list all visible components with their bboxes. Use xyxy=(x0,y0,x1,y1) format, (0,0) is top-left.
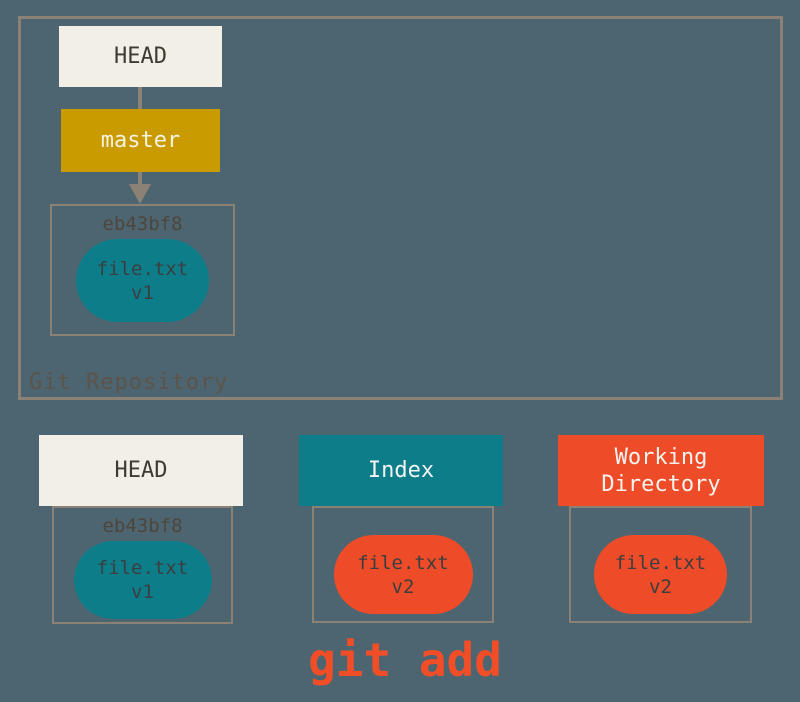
head-area-commit-box: eb43bf8 file.txt v1 xyxy=(52,506,233,624)
head-ref-label: HEAD xyxy=(114,44,167,69)
file-version: v1 xyxy=(131,581,154,603)
file-name: file.txt xyxy=(96,257,189,280)
file-version: v2 xyxy=(391,575,415,598)
head-area-title: HEAD xyxy=(114,458,168,483)
git-add-caption: git add xyxy=(308,633,502,687)
workdir-area-title: Working Directory xyxy=(601,444,721,497)
index-area-header: Index xyxy=(299,435,503,506)
file-name: file.txt xyxy=(614,551,707,574)
arrowhead-down-icon xyxy=(129,184,151,204)
file-blob-workdir-area: file.txt v2 xyxy=(594,535,727,614)
index-area-box: file.txt v2 xyxy=(312,506,494,623)
head-to-master-arrow xyxy=(138,87,142,109)
file-version: v1 xyxy=(131,281,154,304)
head-area-commit-id: eb43bf8 xyxy=(102,515,183,537)
master-branch-box: master xyxy=(61,109,220,172)
file-blob-commit: file.txt v1 xyxy=(76,239,209,322)
head-ref-box: HEAD xyxy=(59,26,222,87)
master-to-commit-arrow xyxy=(138,172,142,186)
commit-id-label: eb43bf8 xyxy=(102,213,183,235)
file-blob-index-area: file.txt v2 xyxy=(333,535,473,614)
file-version: v2 xyxy=(649,575,672,598)
git-repository-label: Git Repository xyxy=(29,370,229,395)
index-area-title: Index xyxy=(367,458,435,483)
file-blob-head-area: file.txt v1 xyxy=(73,541,212,619)
file-name: file.txt xyxy=(357,551,449,574)
workdir-area-header: Working Directory xyxy=(558,435,764,506)
head-area-header: HEAD xyxy=(39,435,243,506)
file-name: file.txt xyxy=(96,557,189,579)
workdir-area-box: file.txt v2 xyxy=(569,506,752,623)
master-branch-label: master xyxy=(100,128,181,153)
git-repository-container: Git Repository xyxy=(18,16,783,400)
commit-box: eb43bf8 file.txt v1 xyxy=(50,204,235,336)
